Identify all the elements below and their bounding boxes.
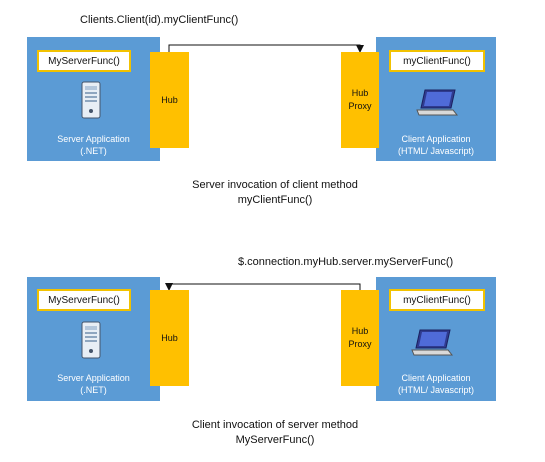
hub-2: Hub [150,290,189,386]
client-app-label-line2: (HTML/ Javascript) [397,385,474,395]
caption-2: Client invocation of server method MySer… [130,418,420,448]
caption-line1: Client invocation of server method [191,419,359,431]
client-func-box-1: myClientFunc() [389,50,485,72]
server-icon [81,81,101,119]
invocation-arrow-1 [168,44,364,53]
server-app-label-line1: Server Application [57,134,130,144]
server-app-label-line2: (.NET) [80,146,107,156]
laptop-icon [416,89,459,116]
server-func-box-1: MyServerFunc() [37,50,131,72]
client-app-label-2: Client Application (HTML/ Javascript) [376,372,496,396]
server-app-label-line2: (.NET) [80,385,107,395]
call-text-2: $.connection.myHub.server.myServerFunc() [238,256,454,268]
hub-proxy-2: Hub Proxy [341,290,379,386]
invocation-arrow-2 [165,283,361,291]
server-app-label-1: Server Application (.NET) [27,133,160,157]
server-func-box-2: MyServerFunc() [37,289,131,311]
caption-line2: MyServerFunc() [235,434,315,446]
hub-proxy-label-line2: Proxy [348,101,372,111]
client-app-label-line1: Client Application [401,373,471,383]
hub-proxy-label-line1: Hub [351,88,369,98]
caption-line2: myClientFunc() [237,194,313,206]
server-app-label-2: Server Application (.NET) [27,372,160,396]
caption-1: Server invocation of client method myCli… [130,178,420,208]
server-app-label-line1: Server Application [57,373,130,383]
call-text-1: Clients.Client(id).myClientFunc() [80,14,239,26]
client-app-label-line1: Client Application [401,134,471,144]
hub-proxy-1: Hub Proxy [341,52,379,148]
hub-1: Hub [150,52,189,148]
laptop-icon [411,329,454,356]
client-app-label-line2: (HTML/ Javascript) [397,146,474,156]
server-icon [81,321,101,359]
client-app-label-1: Client Application (HTML/ Javascript) [376,133,496,157]
caption-line1: Server invocation of client method [192,179,358,191]
hub-proxy-label-line2: Proxy [348,339,372,349]
client-func-box-2: myClientFunc() [389,289,485,311]
hub-proxy-label-line1: Hub [351,326,369,336]
